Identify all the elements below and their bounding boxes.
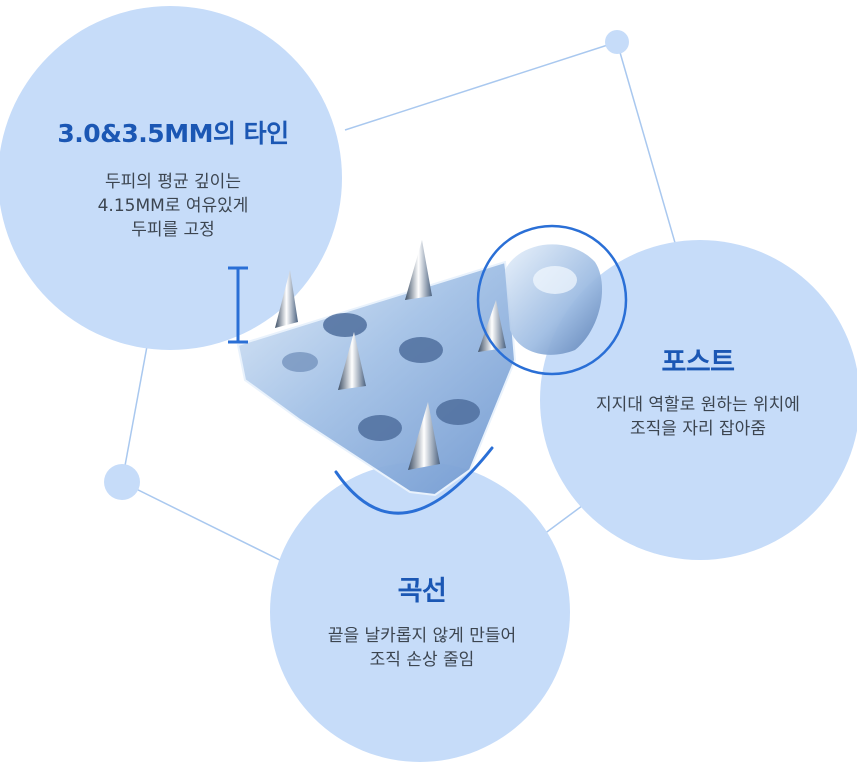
callout-title: 포스트 [661, 347, 735, 378]
description-line: 두피를 고정 [131, 220, 215, 240]
callout-curve: 곡선 끝을 날카롭지 않게 만들어 조직 손상 줄임 [272, 569, 572, 672]
callout-description: 지지대 역할로 원하는 위치에 조직을 자리 잡아줌 [548, 393, 848, 441]
callout-title: 3.0&3.5MM의 타인 [57, 119, 289, 148]
callout-prongs: 3.0&3.5MM의 타인 두피의 평균 깊이는 4.15MM로 여유있게 두피… [28, 114, 318, 242]
description-line: 끝을 날카롭지 않게 만들어 [327, 626, 517, 646]
callout-post: 포스트 지지대 역할로 원하는 위치에 조직을 자리 잡아줌 [548, 340, 848, 441]
connector-lines [121, 41, 681, 571]
description-line: 조직 손상 줄임 [369, 650, 475, 670]
curve-indicator [334, 446, 494, 515]
bubble-curve [270, 462, 570, 762]
description-line: 지지대 역할로 원하는 위치에 [596, 395, 800, 415]
callout-title: 곡선 [397, 576, 447, 607]
depth-bracket [228, 266, 248, 344]
callout-description: 끝을 날카롭지 않게 만들어 조직 손상 줄임 [272, 624, 572, 672]
node-dot [605, 30, 629, 54]
bubble-post [540, 240, 857, 560]
plate-image [236, 240, 603, 497]
bubble-prongs [0, 6, 342, 350]
description-line: 조직을 자리 잡아줌 [630, 419, 766, 439]
node-dot [104, 464, 140, 500]
callout-description: 두피의 평균 깊이는 4.15MM로 여유있게 두피를 고정 [28, 170, 318, 242]
description-line: 두피의 평균 깊이는 [105, 172, 241, 192]
post-highlight-ring [476, 224, 628, 376]
description-line: 4.15MM로 여유있게 [97, 196, 249, 216]
